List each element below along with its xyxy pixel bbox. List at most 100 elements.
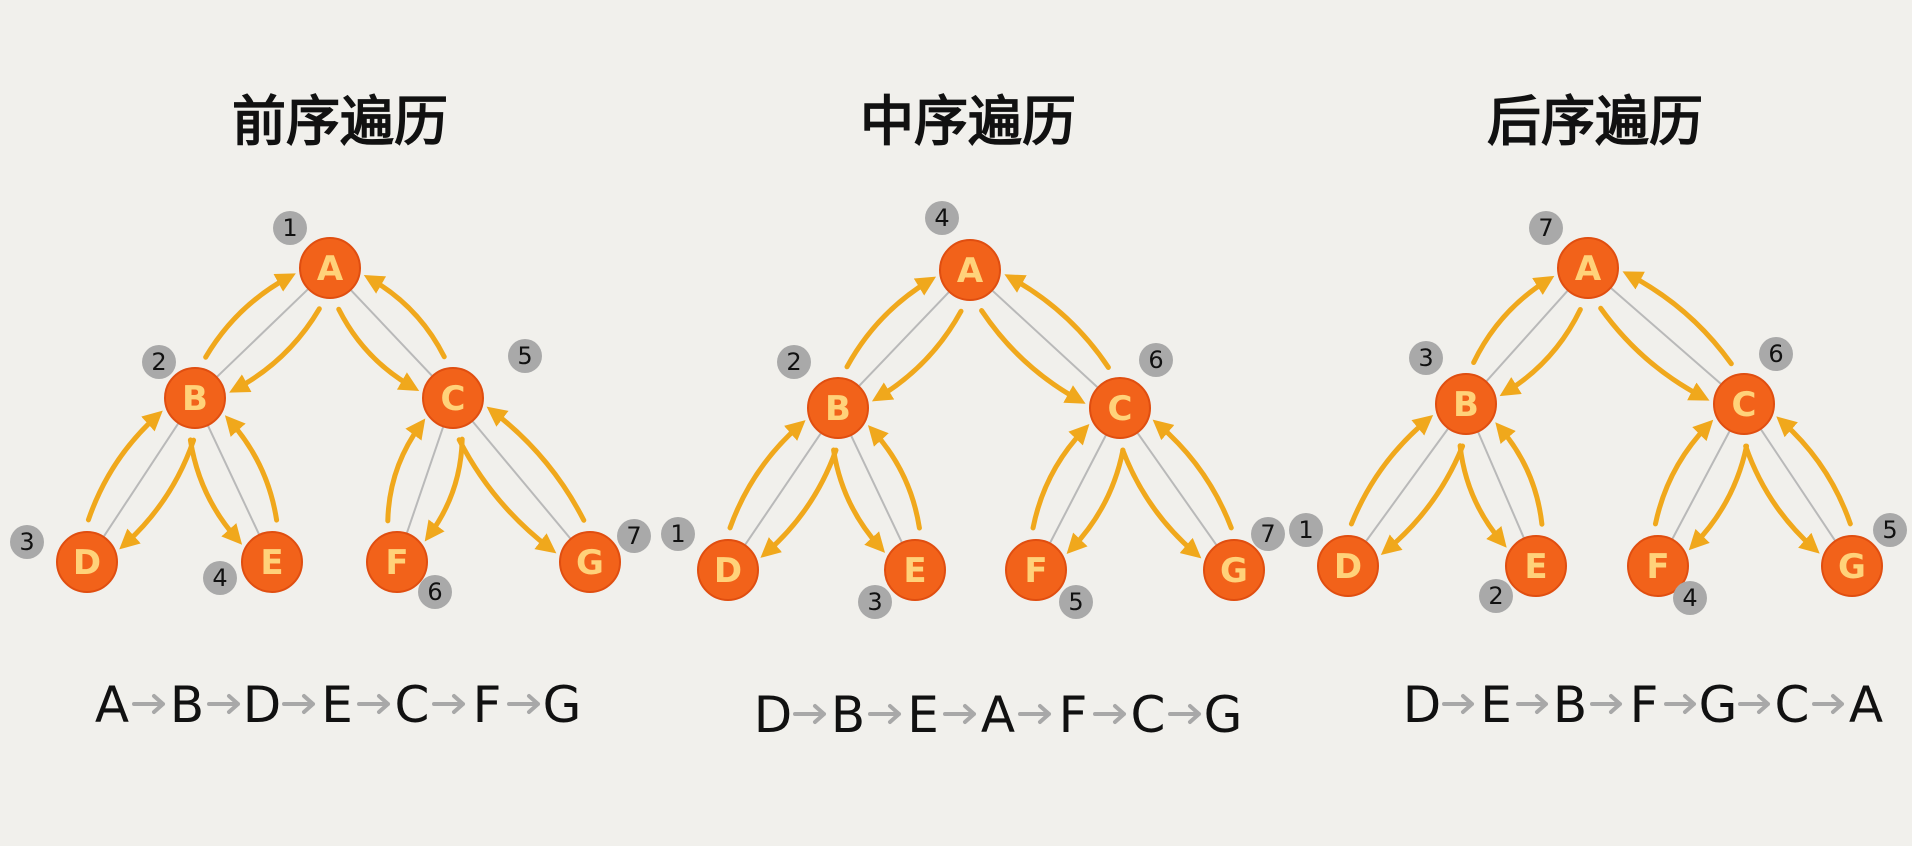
tree-edge-AC [1609, 286, 1723, 386]
tree-node-E: E3 [858, 539, 946, 619]
traverse-up-arrow-CA [363, 275, 447, 360]
tree-node-A: A1 [273, 211, 361, 299]
order-number: 2 [1488, 582, 1503, 610]
sequence-letter: D [754, 686, 793, 744]
order-badge: 6 [1139, 343, 1173, 377]
tree-edge-CG [471, 420, 572, 540]
sequence-arrow-icon [1018, 704, 1051, 724]
traverse-up-arrow-DB [727, 420, 806, 531]
order-number: 1 [282, 214, 297, 242]
tree-edge-BE [1476, 431, 1526, 539]
sequence-arrow-icon [793, 704, 826, 724]
traverse-up-arrow-FC [1652, 419, 1714, 527]
traverse-down-arrow-BD [1380, 443, 1466, 555]
order-number: 5 [1882, 516, 1897, 544]
badge-circle [273, 211, 307, 245]
sequence-arrow-icon [132, 694, 165, 714]
order-badge: 3 [10, 525, 44, 559]
order-badge: 4 [1673, 581, 1707, 615]
traverse-up-arrow-CA [1004, 274, 1111, 370]
node-circle [884, 539, 946, 601]
sequence-letter: E [321, 676, 353, 734]
order-number: 2 [151, 348, 166, 376]
tree-edge-BD [102, 422, 180, 538]
node-circle [241, 531, 303, 593]
node-circle [939, 239, 1001, 301]
traverse-up-arrow-FC [385, 418, 426, 524]
node-label: G [576, 543, 604, 583]
sequence-letter: A [95, 676, 129, 734]
traverse-down-arrow-AB [871, 308, 964, 402]
sequence-letter: G [1204, 686, 1243, 744]
node-circle [1317, 535, 1379, 597]
traverse-down-arrow-CF [1066, 447, 1126, 554]
order-badge: 7 [1251, 517, 1285, 551]
tree-node-G: G7 [1203, 517, 1285, 601]
tree-node-E: E4 [203, 531, 303, 595]
traverse-down-arrow-AC [336, 306, 420, 391]
sequence-letter: B [831, 686, 865, 744]
tree-node-A: A4 [925, 201, 1001, 301]
node-circle [366, 531, 428, 593]
tree-node-G: G7 [559, 519, 651, 593]
node-circle [1713, 373, 1775, 435]
node-label: B [825, 389, 851, 429]
order-number: 4 [212, 564, 227, 592]
tree-node-B: B2 [777, 345, 869, 439]
sequence-arrow-icon [1168, 704, 1201, 724]
traverse-down-arrow-AC [1598, 305, 1710, 401]
tree-edge-AC [349, 289, 434, 377]
order-number: 1 [670, 520, 685, 548]
order-number: 4 [934, 204, 949, 232]
panel-title: 前序遍历 [232, 90, 448, 153]
traverse-down-arrow-CG [1743, 443, 1820, 554]
tree-edge-CF [405, 426, 445, 534]
traverse-up-arrow-EB [224, 415, 280, 523]
tree-node-B: B2 [142, 345, 226, 429]
node-circle [164, 367, 226, 429]
node-circle [1203, 539, 1265, 601]
tree-node-C: C6 [1713, 337, 1793, 435]
tree-node-C: C5 [422, 339, 542, 429]
badge-circle [858, 585, 892, 619]
tree-edge-BE [849, 434, 904, 544]
sequence-letter: B [1553, 676, 1587, 734]
sequence-letter: F [473, 676, 502, 734]
traverse-down-arrow-CF [1688, 443, 1750, 551]
tree-edge-AB [1485, 289, 1569, 383]
tree-node-E: E2 [1479, 535, 1567, 613]
node-label: F [385, 543, 408, 583]
node-label: A [1575, 249, 1602, 289]
traverse-up-arrow-GC [1776, 416, 1853, 527]
order-number: 5 [1068, 588, 1083, 616]
tree-node-B: B3 [1409, 341, 1497, 435]
badge-circle [203, 561, 237, 595]
tree-node-F: F5 [1005, 539, 1093, 619]
tree-edge-CF [1671, 430, 1731, 540]
node-circle [1505, 535, 1567, 597]
order-badge: 6 [418, 575, 452, 609]
order-badge: 5 [508, 339, 542, 373]
order-number: 6 [1768, 340, 1783, 368]
order-badge: 3 [1409, 341, 1443, 375]
traverse-up-arrow-EB [867, 425, 922, 531]
badge-circle [1059, 585, 1093, 619]
order-badge: 1 [273, 211, 307, 245]
traverse-down-arrow-BD [119, 437, 197, 550]
node-label: B [1453, 385, 1479, 425]
traverse-up-arrow-GC [1152, 419, 1234, 531]
node-label: G [1220, 551, 1248, 591]
order-badge: 7 [1529, 211, 1563, 245]
traverse-up-arrow-BA [844, 276, 937, 370]
tree-edge-BD [1364, 427, 1450, 543]
sequence-letter: G [543, 676, 582, 734]
traverse-down-arrow-CG [1120, 447, 1202, 559]
order-badge: 5 [1873, 513, 1907, 547]
order-badge: 5 [1059, 585, 1093, 619]
badge-circle [508, 339, 542, 373]
order-badge: 6 [1759, 337, 1793, 371]
badge-circle [777, 345, 811, 379]
